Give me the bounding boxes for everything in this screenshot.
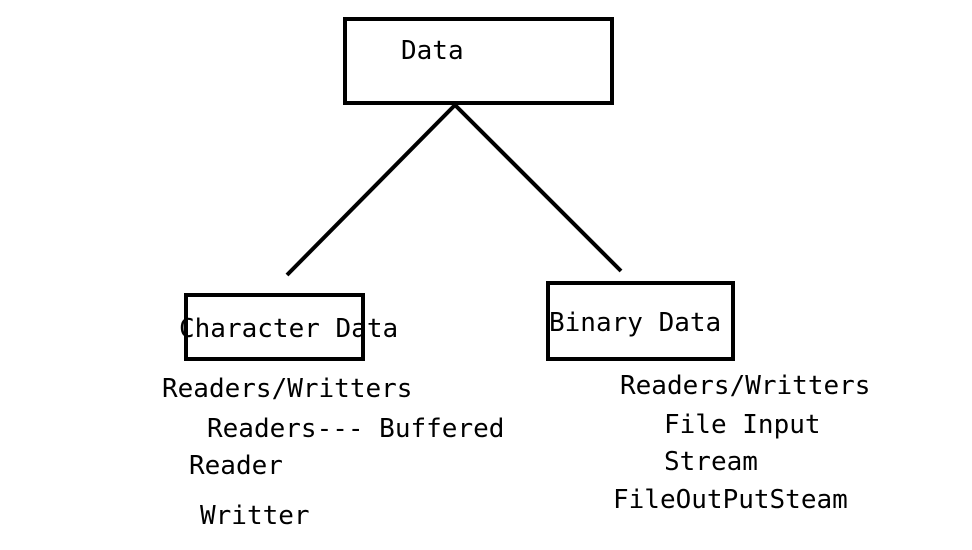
character-node-label: Character Data [179,314,399,344]
binary-line-3: Stream [664,447,758,477]
binary-line-4: FileOutPutSteam [613,485,848,515]
character-node-box [184,293,365,361]
character-line-1: Readers/Writters [162,374,413,404]
character-line-3: Reader [189,451,283,481]
character-line-2: Readers--- Buffered [207,414,505,444]
root-node-box [343,17,614,105]
connector-to-character [285,103,457,277]
character-line-4: Writter [200,501,310,531]
binary-node-box [546,281,735,361]
root-node-label: Data [401,36,464,66]
connector-to-binary [453,103,623,273]
binary-line-1: Readers/Writters [620,371,871,401]
binary-node-label: Binary Data [549,308,722,338]
binary-line-2: File Input [664,410,821,440]
